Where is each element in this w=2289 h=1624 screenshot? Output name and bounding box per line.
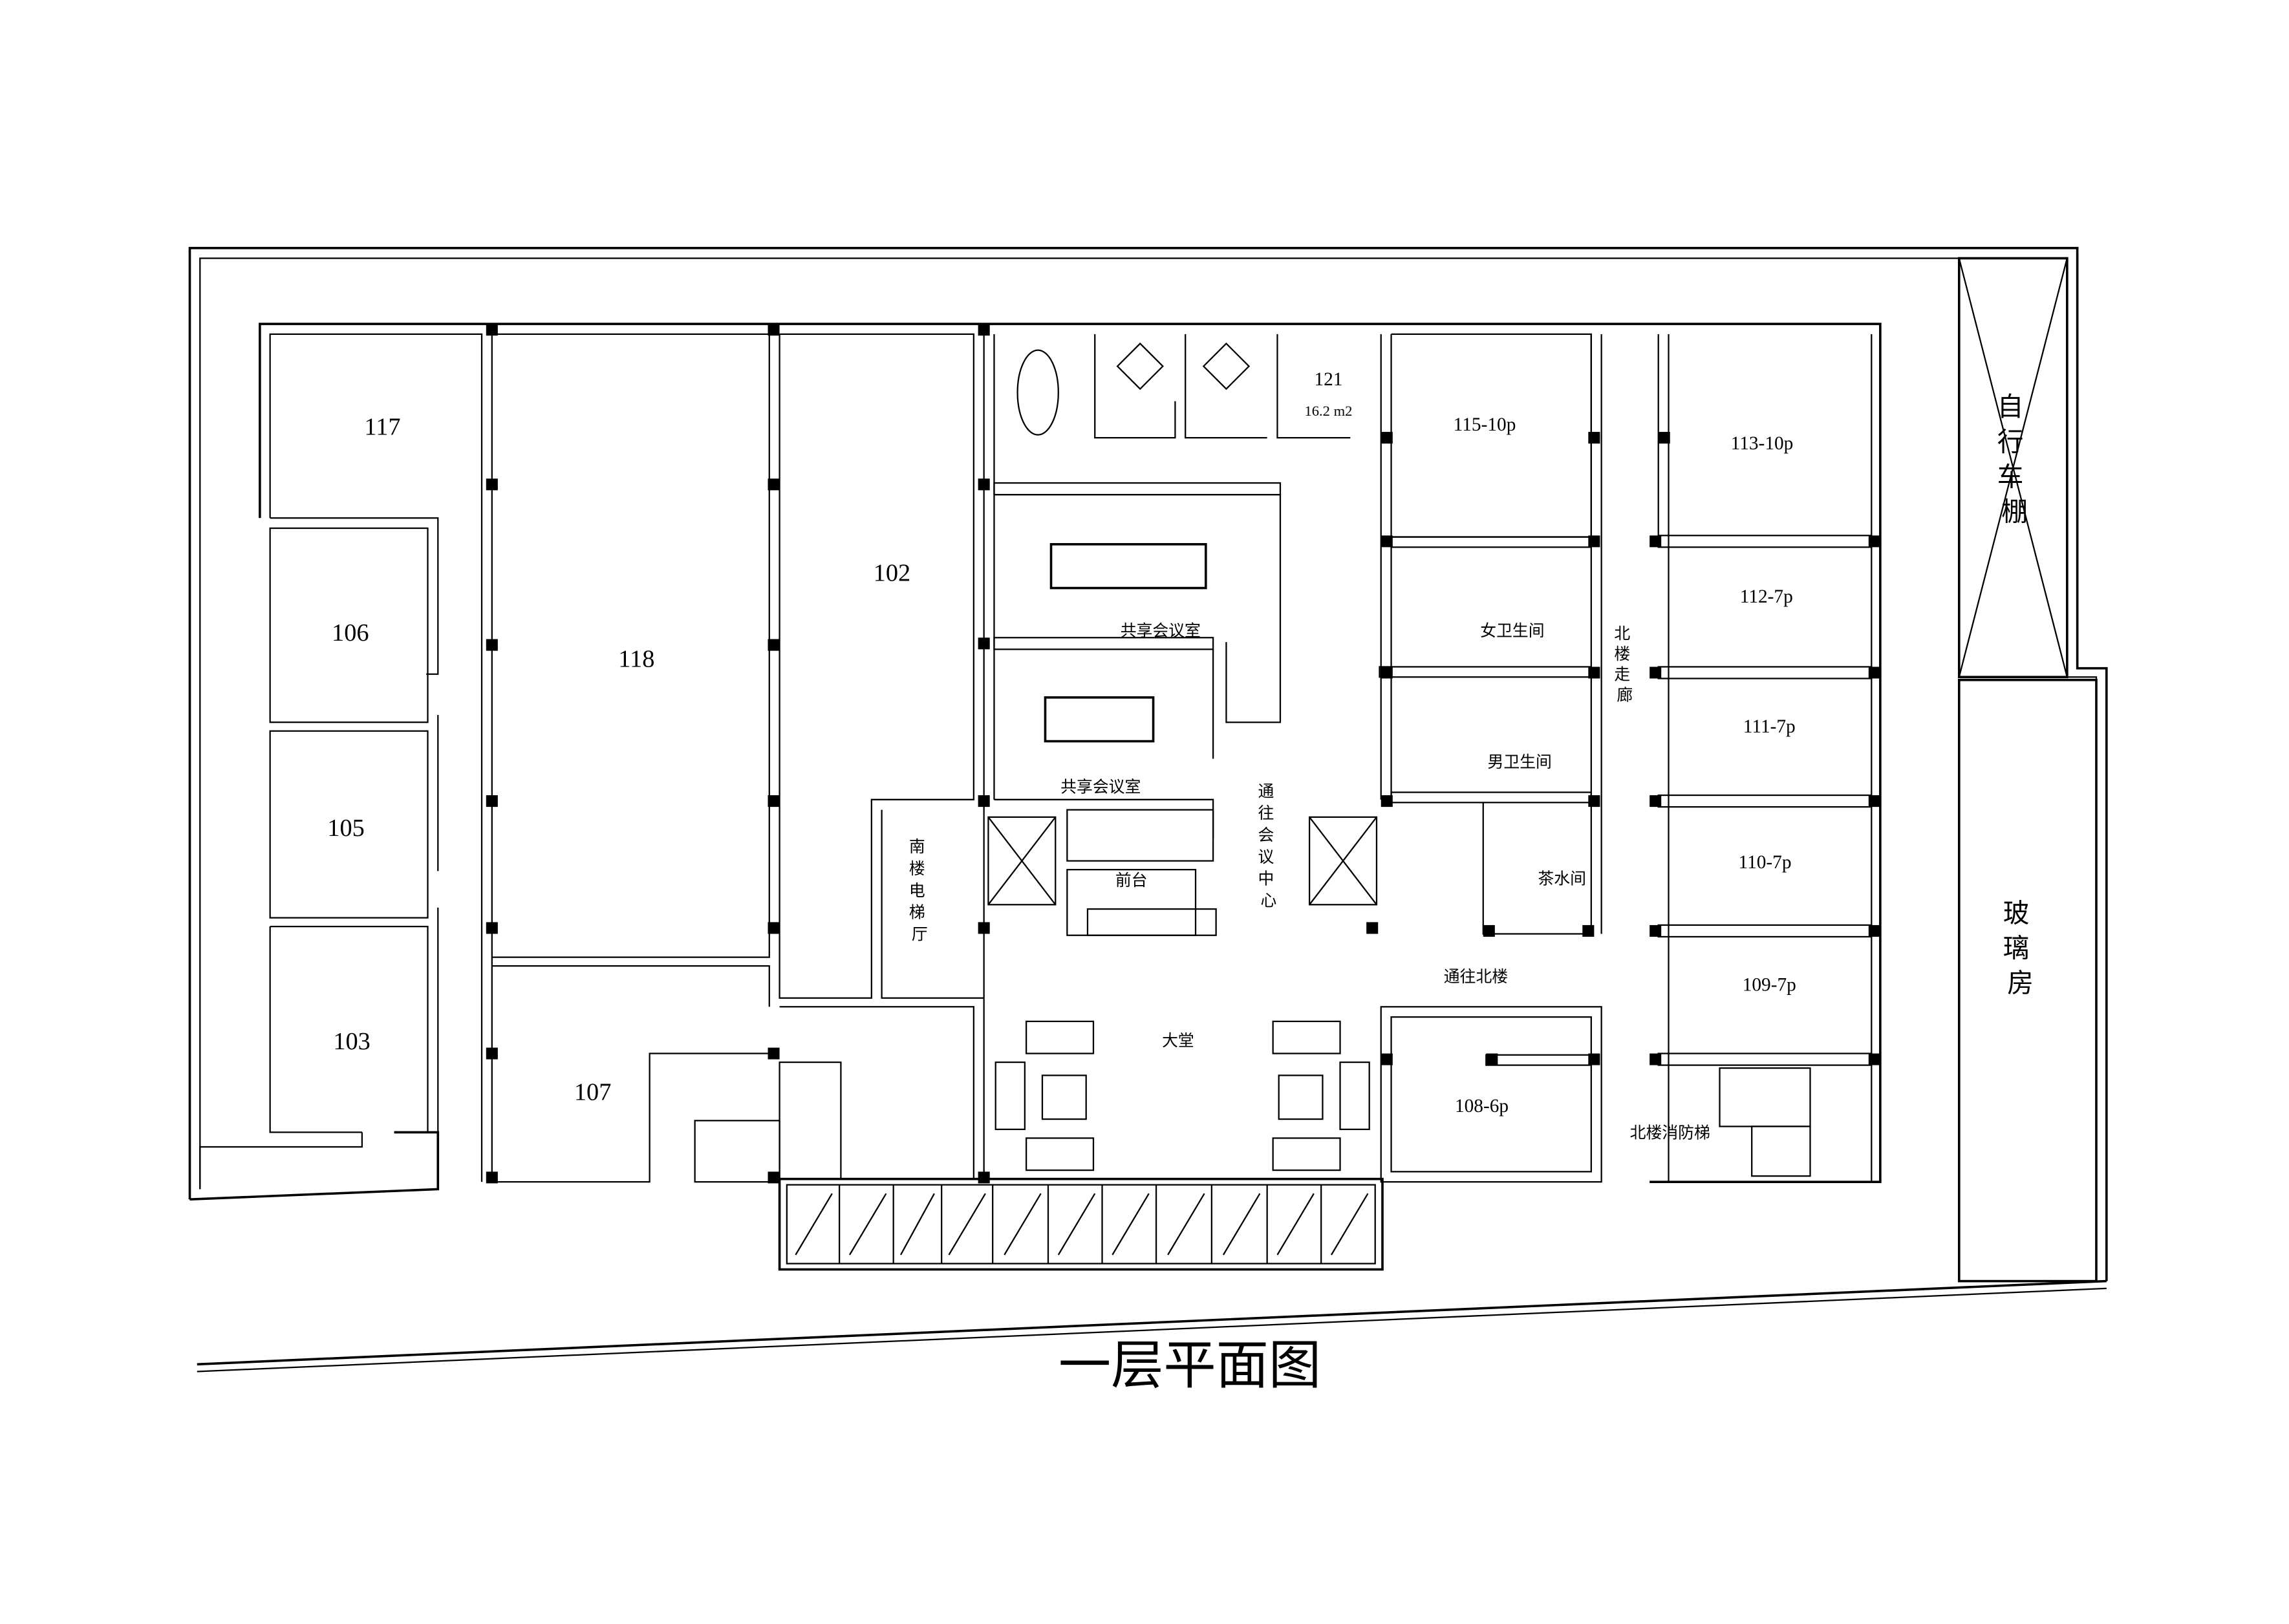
glass-house (1957, 678, 2098, 1283)
label-meeting-room-2: 共享会议室 (1060, 778, 1141, 796)
room-117: 117 (364, 414, 400, 441)
glass-facade (795, 1184, 1369, 1264)
room-112: 112-7p (1740, 586, 1793, 607)
meeting-tables (994, 342, 1370, 1171)
room-115: 115-10p (1454, 414, 1516, 435)
room-labels: 117 106 105 103 118 102 107 121 16.2 m2 … (327, 369, 1796, 1116)
area-labels: 共享会议室 共享会议室 女卫生间 男卫生间 前台 茶水间 通往北楼 大堂 北楼消… (909, 391, 2038, 1142)
room-109: 109-7p (1743, 974, 1796, 995)
label-north-fire-stair: 北楼消防梯 (1630, 1123, 1710, 1142)
room-105: 105 (327, 815, 365, 842)
label-lobby: 大堂 (1162, 1031, 1194, 1050)
label-to-conference-center: 通 往 会 议 中 心 (1258, 782, 1280, 910)
bike-shed (1957, 257, 2069, 679)
structural-columns (486, 324, 1880, 1184)
label-tea-room: 茶水间 (1538, 870, 1586, 888)
room-106: 106 (332, 619, 369, 646)
room-118: 118 (618, 645, 654, 672)
label-meeting-room-1: 共享会议室 (1121, 621, 1201, 640)
label-bike-shed: 自 行 车 棚 (1997, 391, 2032, 527)
label-women-restroom: 女卫生间 (1480, 621, 1544, 640)
room-103: 103 (333, 1028, 371, 1055)
room-111: 111-7p (1743, 716, 1796, 737)
label-south-elevator-hall: 南 楼 电 梯 厅 (909, 837, 930, 943)
room-110: 110-7p (1738, 852, 1791, 873)
room-108: 108-6p (1455, 1096, 1509, 1116)
label-to-north-building: 通往北楼 (1444, 967, 1508, 986)
room-107: 107 (574, 1079, 612, 1106)
label-north-corridor: 北 楼 走 廊 (1614, 625, 1635, 705)
room-121: 121 (1314, 369, 1342, 390)
main-building-walls (259, 323, 1882, 1271)
drawing-title: 一层平面图 (1059, 1336, 1321, 1396)
room-113: 113-10p (1731, 433, 1794, 454)
room-102: 102 (874, 559, 911, 586)
label-glass-house: 玻 璃 房 (2003, 897, 2038, 998)
label-reception: 前台 (1115, 871, 1148, 890)
label-men-restroom: 男卫生间 (1488, 753, 1552, 771)
room-121-area: 16.2 m2 (1304, 403, 1352, 419)
